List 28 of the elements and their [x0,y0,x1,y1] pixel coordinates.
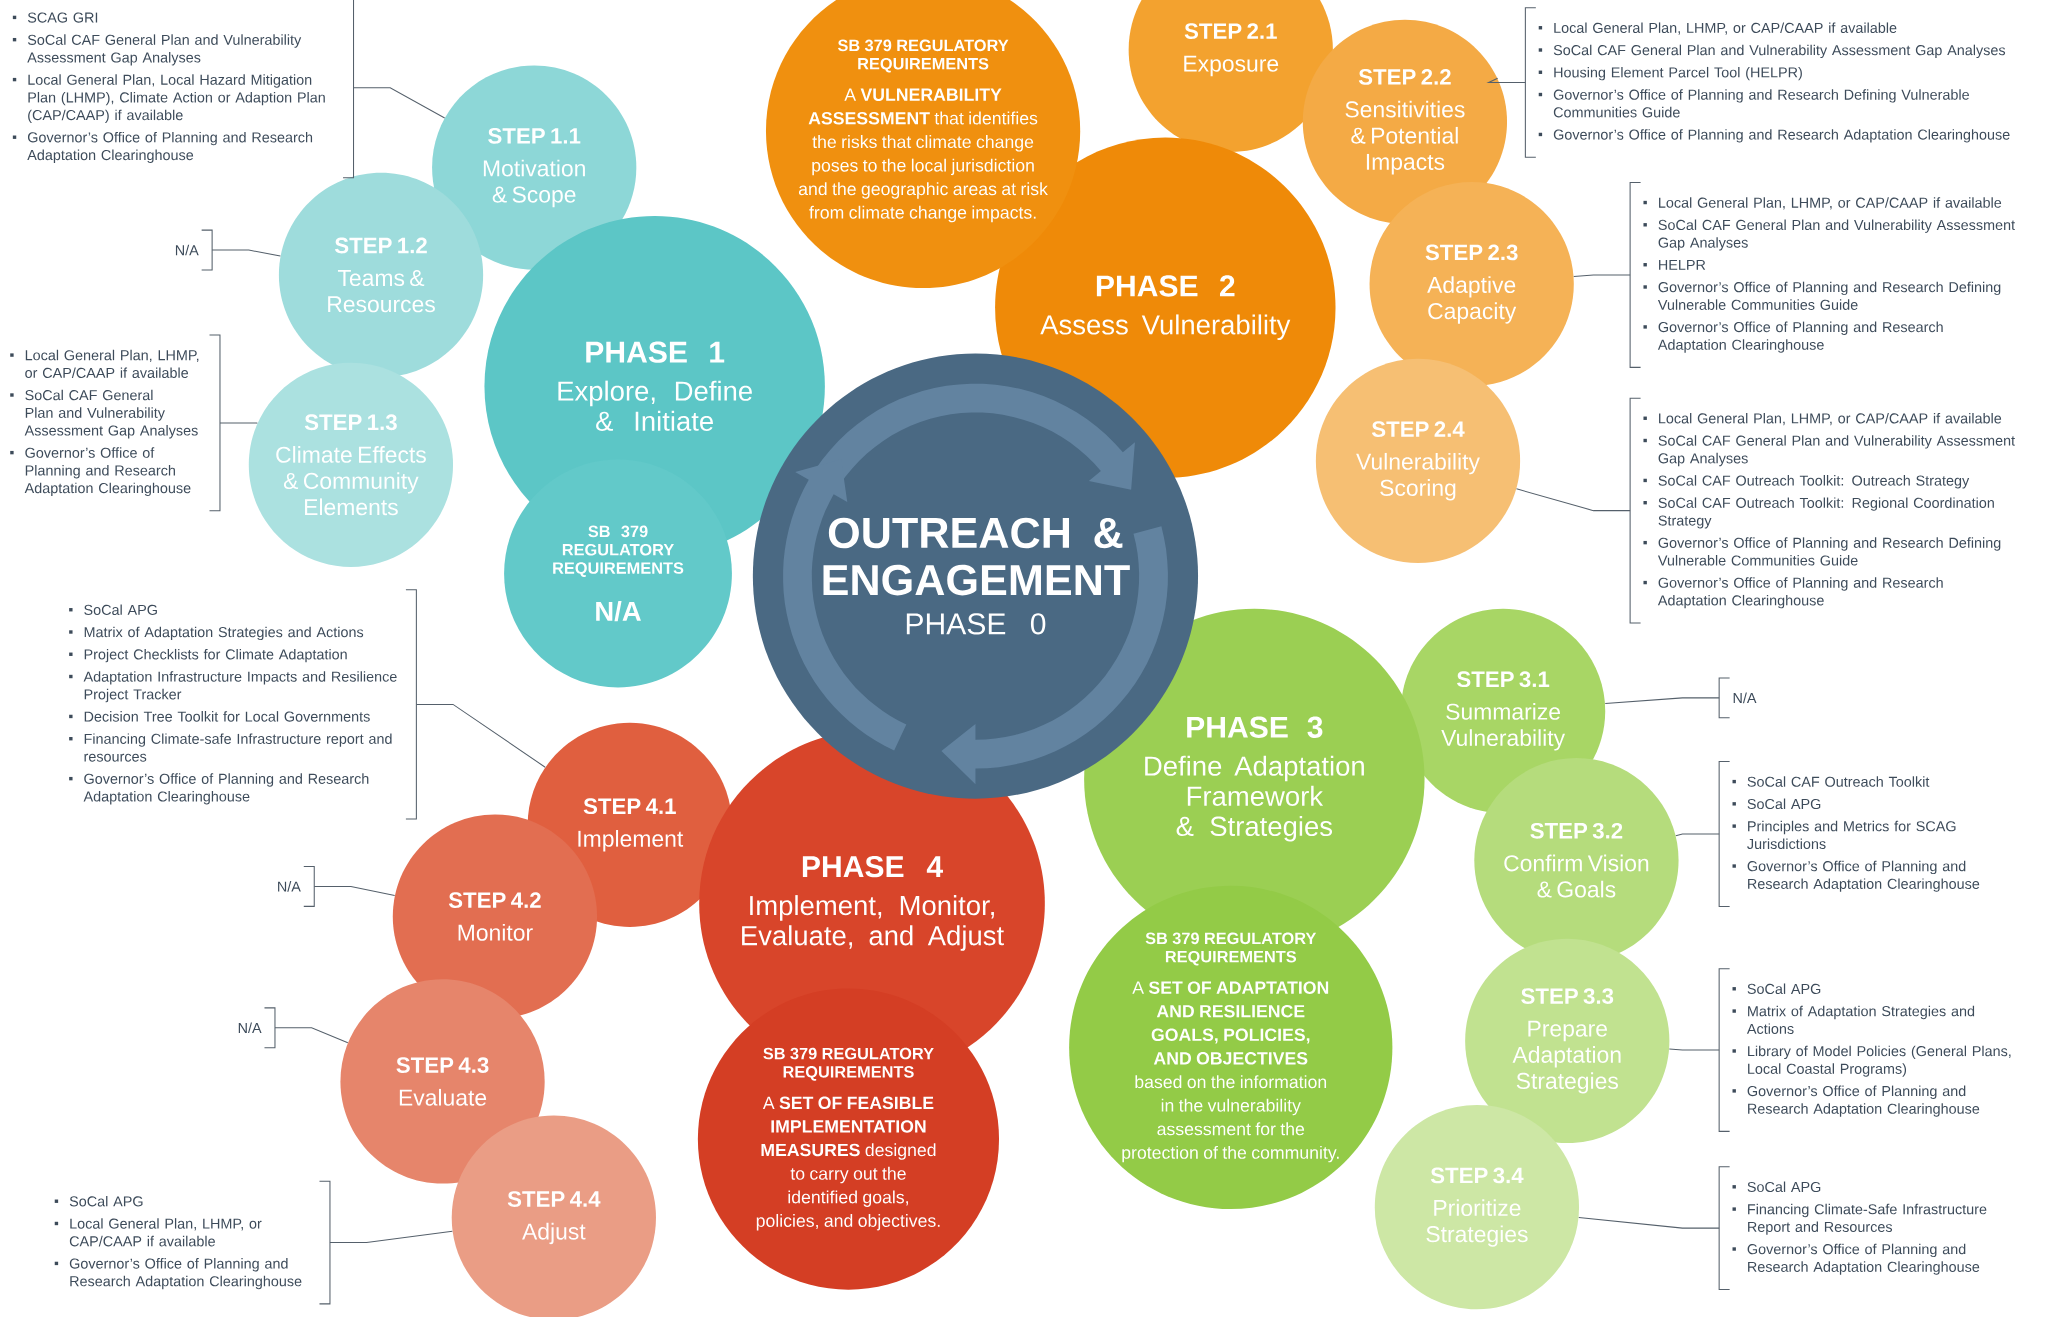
resource-list: N/A [175,244,199,256]
leader-line [1515,488,1631,512]
leader-line [219,422,258,424]
leader-line [1675,833,1720,837]
leader-line [274,1027,349,1044]
resource-list: Local General Plan, LHMP, or CAP/CAAP if available SoCal CAF General Plan and Vulnerability Assessment Gap Analyses Governor’s Office of Planning and Research Adaptation Clearinghouse [10,349,199,496]
leader-line [1573,274,1631,277]
resource-list: SCAG GRI SoCal CAF General Plan and Vulnerability Assessment Gap Analyses Local General Plan, Local Hazard Mitigation Plan (LHMP), Climate Action or Adaption Plan (CAP/CAAP) if available Governor’s Office of Planning and Research Adaptation Clearinghouse [12,12,325,163]
resource-list: SoCal APG Financing Climate-Safe Infrastructure Report and Resources Governor’s Office of Planning and Research Adaptation Clearinghouse [1732,1181,1987,1275]
resource-list: Local General Plan, LHMP, or CAP/CAAP if available SoCal CAF General Plan and Vulnerability Assessment Gap Analyses Housing Element Parcel Tool (HELPR) Governor’s Office of Planning and Research Defining Vulnerable Communities Guide Governor’s Office of Planning and Research Adaptation Clearinghouse [1538,22,2010,143]
leader-line [1486,77,1526,83]
resource-list: SoCal APG Matrix of Adaptation Strategies and Actions Library of Model Policies (General Plans, Local Coastal Programs) Governor’s Office of Planning and Research Adaptation Clearinghouse [1732,983,2011,1117]
resource-list: N/A [238,1022,262,1034]
leader-line [211,249,281,257]
resource-list: N/A [278,881,301,892]
leader-line [313,885,396,896]
leader-line [329,1230,453,1243]
leader-line [1604,697,1720,704]
resource-list: N/A [1733,692,1757,704]
leader-line [1668,1048,1720,1051]
leader-line [353,87,446,119]
leader-line [1578,1216,1720,1229]
resource-list: Local General Plan, LHMP, or CAP/CAAP if available SoCal CAF General Plan and Vulnerability Assessment Gap Analyses HELPR Governor’s Office of Planning and Research Defining Vulnerable Communities Guide Governor’s Office of Planning and Research Adaptation Clearinghouse [1643,197,2015,353]
resource-list: SoCal APG Local General Plan, LHMP, or CAP/CAAP if available Governor’s Office of Planning and Research Adaptation Clearinghouse [54,1195,302,1290]
resource-list: Local General Plan, LHMP, or CAP/CAAP if available SoCal CAF General Plan and Vulnerability Assessment Gap Analyses SoCal CAF Outreach Toolkit: Outreach Strategy SoCal CAF Outreach Toolkit: Regional Coordination Strategy Governor’s Office of Planning and Research Defining Vulnerable Communities Guide Governor’s Office of Planning and Research Adaptation Clearinghouse [1643,412,2015,609]
leader-line [415,703,546,768]
resource-list: SoCal CAF Outreach Toolkit SoCal APG Principles and Metrics for SCAG Jurisdictions Governor’s Office of Planning and Research Adaptation Clearinghouse [1732,776,1980,892]
resource-list: SoCal APG Matrix of Adaptation Strategies and Actions Project Checklists for Climate Adaptation Adaptation Infrastructure Impacts and Resilience Project Tracker Decision Tree Toolkit for Local Governments Financing Climate-safe Infrastructure report and resources Governor’s Office of Planning and Research Adaptation Clearinghouse [69,604,397,805]
